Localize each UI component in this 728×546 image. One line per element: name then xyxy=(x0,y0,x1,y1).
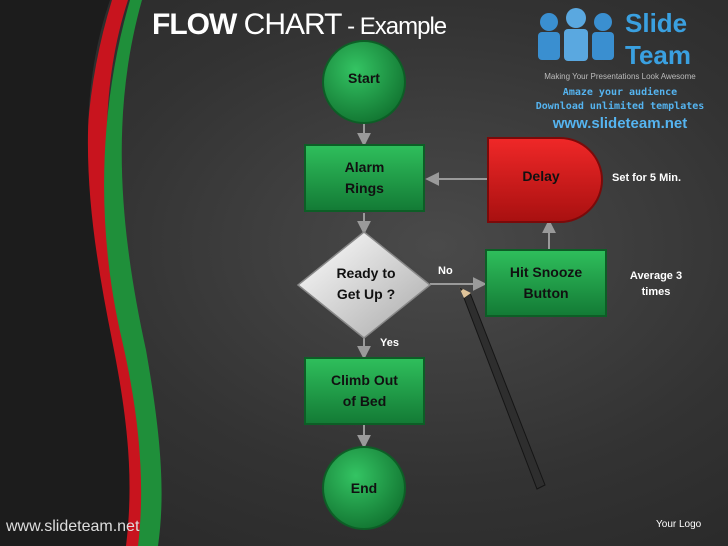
title-suffix: - Example xyxy=(341,13,447,40)
brand-promo-line2: Download unlimited templates xyxy=(535,101,705,112)
title-bold: FLOW xyxy=(152,8,237,41)
climb-label-line1: Climb Out xyxy=(331,372,398,388)
alarm-node xyxy=(304,144,425,212)
snooze-label-line1: Hit Snooze xyxy=(509,264,583,280)
footer-logo-placeholder: Your Logo xyxy=(656,519,702,530)
green-swoosh xyxy=(104,0,162,546)
climb-label: Climb Out of Bed xyxy=(305,358,424,424)
snooze-node xyxy=(485,249,607,317)
decision-label: Ready to Get Up ? xyxy=(310,252,422,316)
snooze-label-line2: Button xyxy=(523,285,569,301)
delay-node xyxy=(487,137,603,223)
start-node xyxy=(322,40,406,124)
snooze-note-line2: times xyxy=(641,286,671,298)
brand-tagline: Making Your Presentations Look Awesome xyxy=(544,72,696,81)
brand-promo-line1: Amaze your audience xyxy=(562,87,678,98)
decision-label-line2: Get Up ? xyxy=(336,286,396,302)
snooze-note-line1: Average 3 xyxy=(629,270,683,282)
edge-label-no: No xyxy=(438,265,453,277)
pencil-icon xyxy=(459,287,546,490)
end-node xyxy=(322,446,406,530)
alarm-label-line1: Alarm xyxy=(344,159,385,175)
decision-node xyxy=(296,231,432,339)
title-rest: CHART xyxy=(236,8,343,41)
footer-url[interactable]: www.slideteam.net xyxy=(6,518,140,535)
dark-swoosh xyxy=(0,0,130,546)
brand-name-line2: Team xyxy=(625,40,691,70)
brand-name-line1: Slide xyxy=(625,8,688,38)
delay-note: Set for 5 Min. xyxy=(612,172,682,184)
climb-node xyxy=(304,357,425,425)
delay-label: Delay xyxy=(522,167,560,184)
alarm-label-line2: Rings xyxy=(345,180,384,196)
brand-logo: Slide Team Making Your Presentations Loo… xyxy=(525,6,725,136)
edge-label-yes: Yes xyxy=(380,337,399,349)
climb-label-line2: of Bed xyxy=(342,393,387,409)
page-title: FLOW CHART - Example xyxy=(152,8,447,42)
alarm-label: Alarm Rings xyxy=(305,145,424,211)
end-label: End xyxy=(350,479,378,496)
snooze-note: Average 3 times xyxy=(618,268,694,300)
decision-label-line1: Ready to xyxy=(336,265,396,281)
start-label: Start xyxy=(348,69,380,86)
brand-url: www.slideteam.net xyxy=(552,115,688,132)
people-logo-icon xyxy=(538,8,614,61)
snooze-label: Hit Snooze Button xyxy=(486,250,606,316)
